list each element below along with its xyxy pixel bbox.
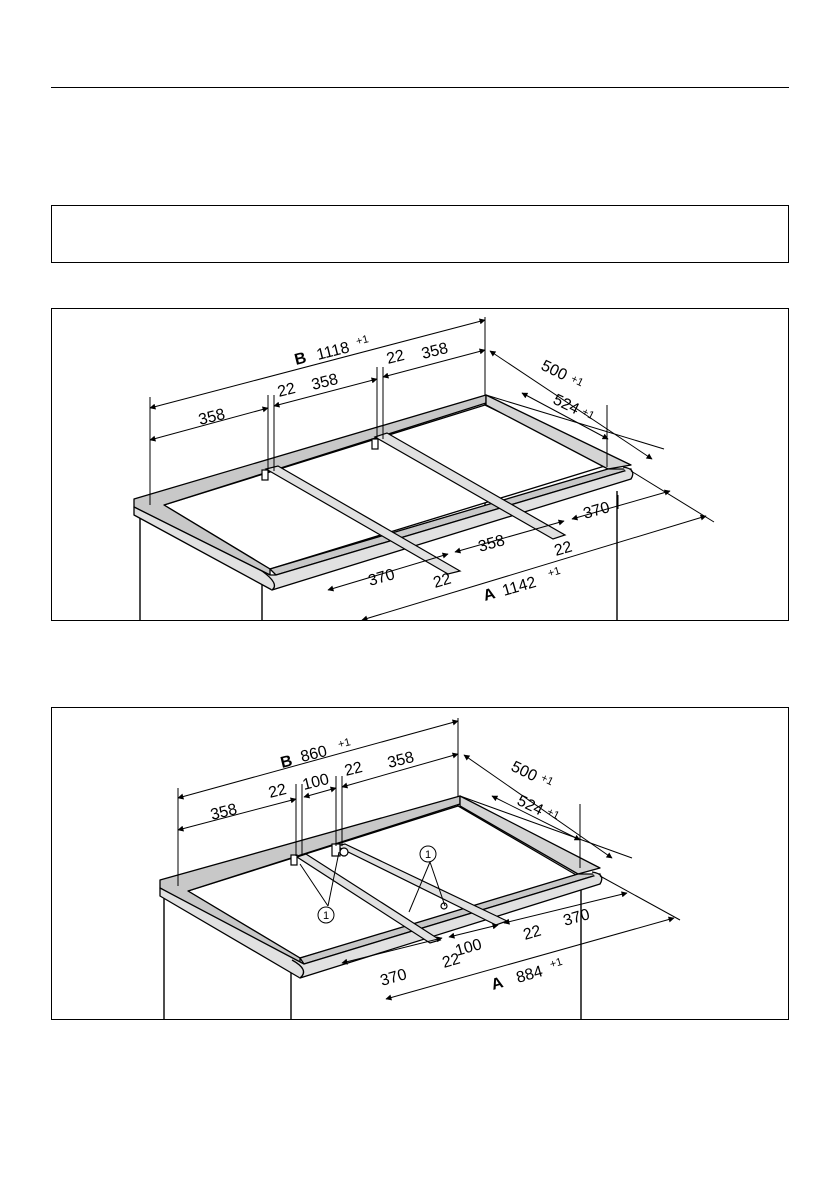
front-dim-4: 22 <box>521 923 543 944</box>
top-dim-1: 358 <box>197 406 227 429</box>
label-B: B <box>293 350 308 369</box>
callout-circle-1 <box>317 906 335 924</box>
top-dim-1: 358 <box>209 801 239 824</box>
header-rule <box>51 87 789 88</box>
side-500-tol: +1 <box>539 772 556 788</box>
label-B-value: 860 <box>299 743 329 766</box>
front-dim-5: 370 <box>561 906 591 930</box>
label-B-tol: +1 <box>337 736 352 751</box>
note-box <box>51 205 789 263</box>
front-dim-1: 370 <box>366 566 396 590</box>
label-A-tol: +1 <box>547 565 562 580</box>
label-A: A <box>481 585 497 605</box>
callout-label-1: 1 <box>323 910 329 922</box>
front-dim-3: 100 <box>453 936 483 960</box>
label-A-tol: +1 <box>549 956 564 971</box>
front-dim-4: 22 <box>552 539 574 560</box>
diagram-1-drawing: B 1118 +1 358 22 358 22 358 500 +1 524 +… <box>133 317 715 620</box>
side-524-tol: +1 <box>580 406 597 422</box>
front-dim-5: 370 <box>581 499 611 523</box>
label-A-value: 1142 <box>500 574 538 600</box>
side-524: 524 <box>550 391 582 418</box>
callouts <box>299 845 446 924</box>
front-dim-3: 358 <box>476 532 506 556</box>
diagram-panel-1: B 1118 +1 358 22 358 22 358 500 +1 524 +… <box>51 308 789 621</box>
top-dim-4: 22 <box>343 759 364 780</box>
diagram-2-drawing: 1 1 B 860 +1 358 22 100 22 358 500 +1 52 <box>159 718 681 1019</box>
dimension-lines <box>149 317 715 620</box>
callout-circle-2 <box>419 845 437 863</box>
label-A: A <box>489 974 505 994</box>
side-500-tol: +1 <box>569 373 586 389</box>
front-dim-2: 22 <box>431 571 453 592</box>
dimension-labels: B 1118 +1 358 22 358 22 358 500 +1 524 +… <box>197 333 612 605</box>
side-500: 500 <box>508 758 540 785</box>
callout-label-2: 1 <box>425 849 431 861</box>
label-B-tol: +1 <box>355 333 370 348</box>
top-dim-2: 22 <box>276 380 297 401</box>
side-524-tol: +1 <box>545 806 562 822</box>
diagram-panel-2: 1 1 B 860 +1 358 22 100 22 358 500 +1 52 <box>51 707 789 1020</box>
top-dim-3: 100 <box>301 771 331 794</box>
label-A-value: 884 <box>514 963 544 987</box>
top-dim-2: 22 <box>267 781 288 802</box>
dimension-labels: B 860 +1 358 22 100 22 358 500 +1 524 +1… <box>209 736 592 994</box>
label-B: B <box>279 753 294 772</box>
side-500: 500 <box>538 357 570 384</box>
top-dim-5: 358 <box>420 340 450 363</box>
front-dim-1: 370 <box>378 966 408 990</box>
top-dim-4: 22 <box>385 347 406 368</box>
top-dim-5: 358 <box>386 749 416 772</box>
front-dim-2: 22 <box>440 951 462 972</box>
label-B-value: 1118 <box>315 339 351 364</box>
top-dim-3: 358 <box>310 371 340 394</box>
dimension-lines <box>177 718 681 1001</box>
